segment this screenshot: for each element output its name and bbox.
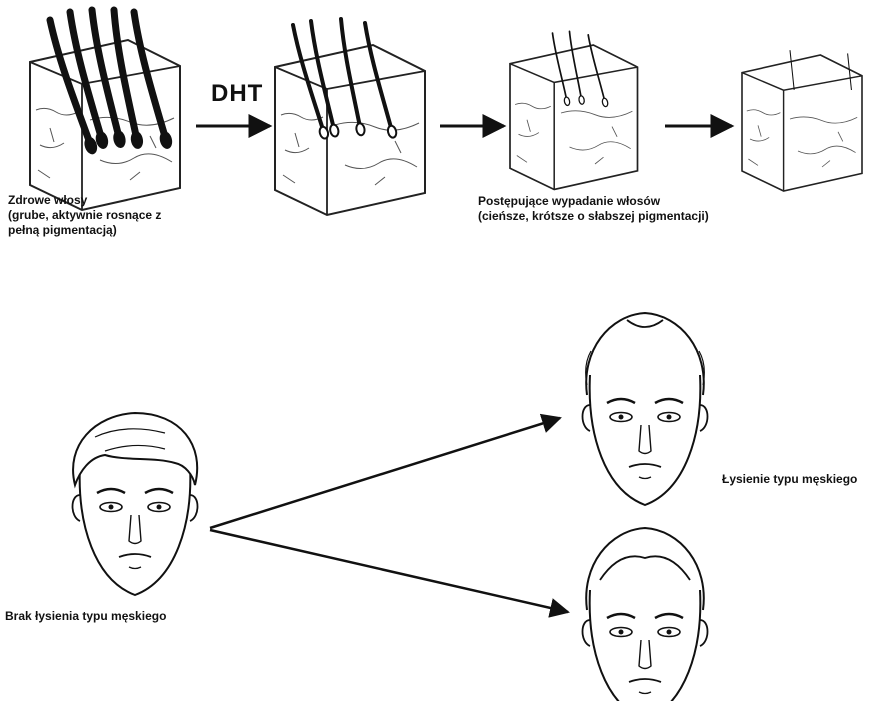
- male-balding-label: Łysienie typu męskiego: [722, 472, 858, 486]
- healthy-hair-desc-line-1: (grube, aktywnie rosnące z: [8, 208, 162, 222]
- progressive-loss-desc: (cieńsze, krótsze o słabszej pigmentacji…: [478, 209, 709, 223]
- face-male-balding-2: [581, 526, 709, 701]
- scalp-cube-stage-4: [741, 50, 863, 192]
- scalp-cube-stage-3: [509, 30, 639, 191]
- dht-label: DHT: [211, 80, 264, 107]
- healthy-hair-label: Zdrowe włosy (grube, aktywnie rosnące z …: [8, 193, 161, 238]
- scalp-cube-healthy: [29, 9, 181, 211]
- progressive-loss-title: Postępujące wypadanie włosów: [478, 194, 661, 208]
- face-no-balding: [71, 411, 199, 597]
- arrow-to-balding-bottom: [209, 528, 570, 618]
- healthy-hair-title: Zdrowe włosy: [8, 193, 88, 207]
- progressive-loss-label: Postępujące wypadanie włosów (cieńsze, k…: [478, 194, 709, 224]
- scalp-cube-stage-2: [274, 16, 426, 216]
- no-balding-label: Brak łysienia typu męskiego: [5, 609, 167, 623]
- healthy-hair-desc-line-2: pełną pigmentacją): [8, 223, 117, 237]
- face-male-balding-1: [581, 311, 709, 507]
- arrow-to-balding-top: [209, 413, 562, 530]
